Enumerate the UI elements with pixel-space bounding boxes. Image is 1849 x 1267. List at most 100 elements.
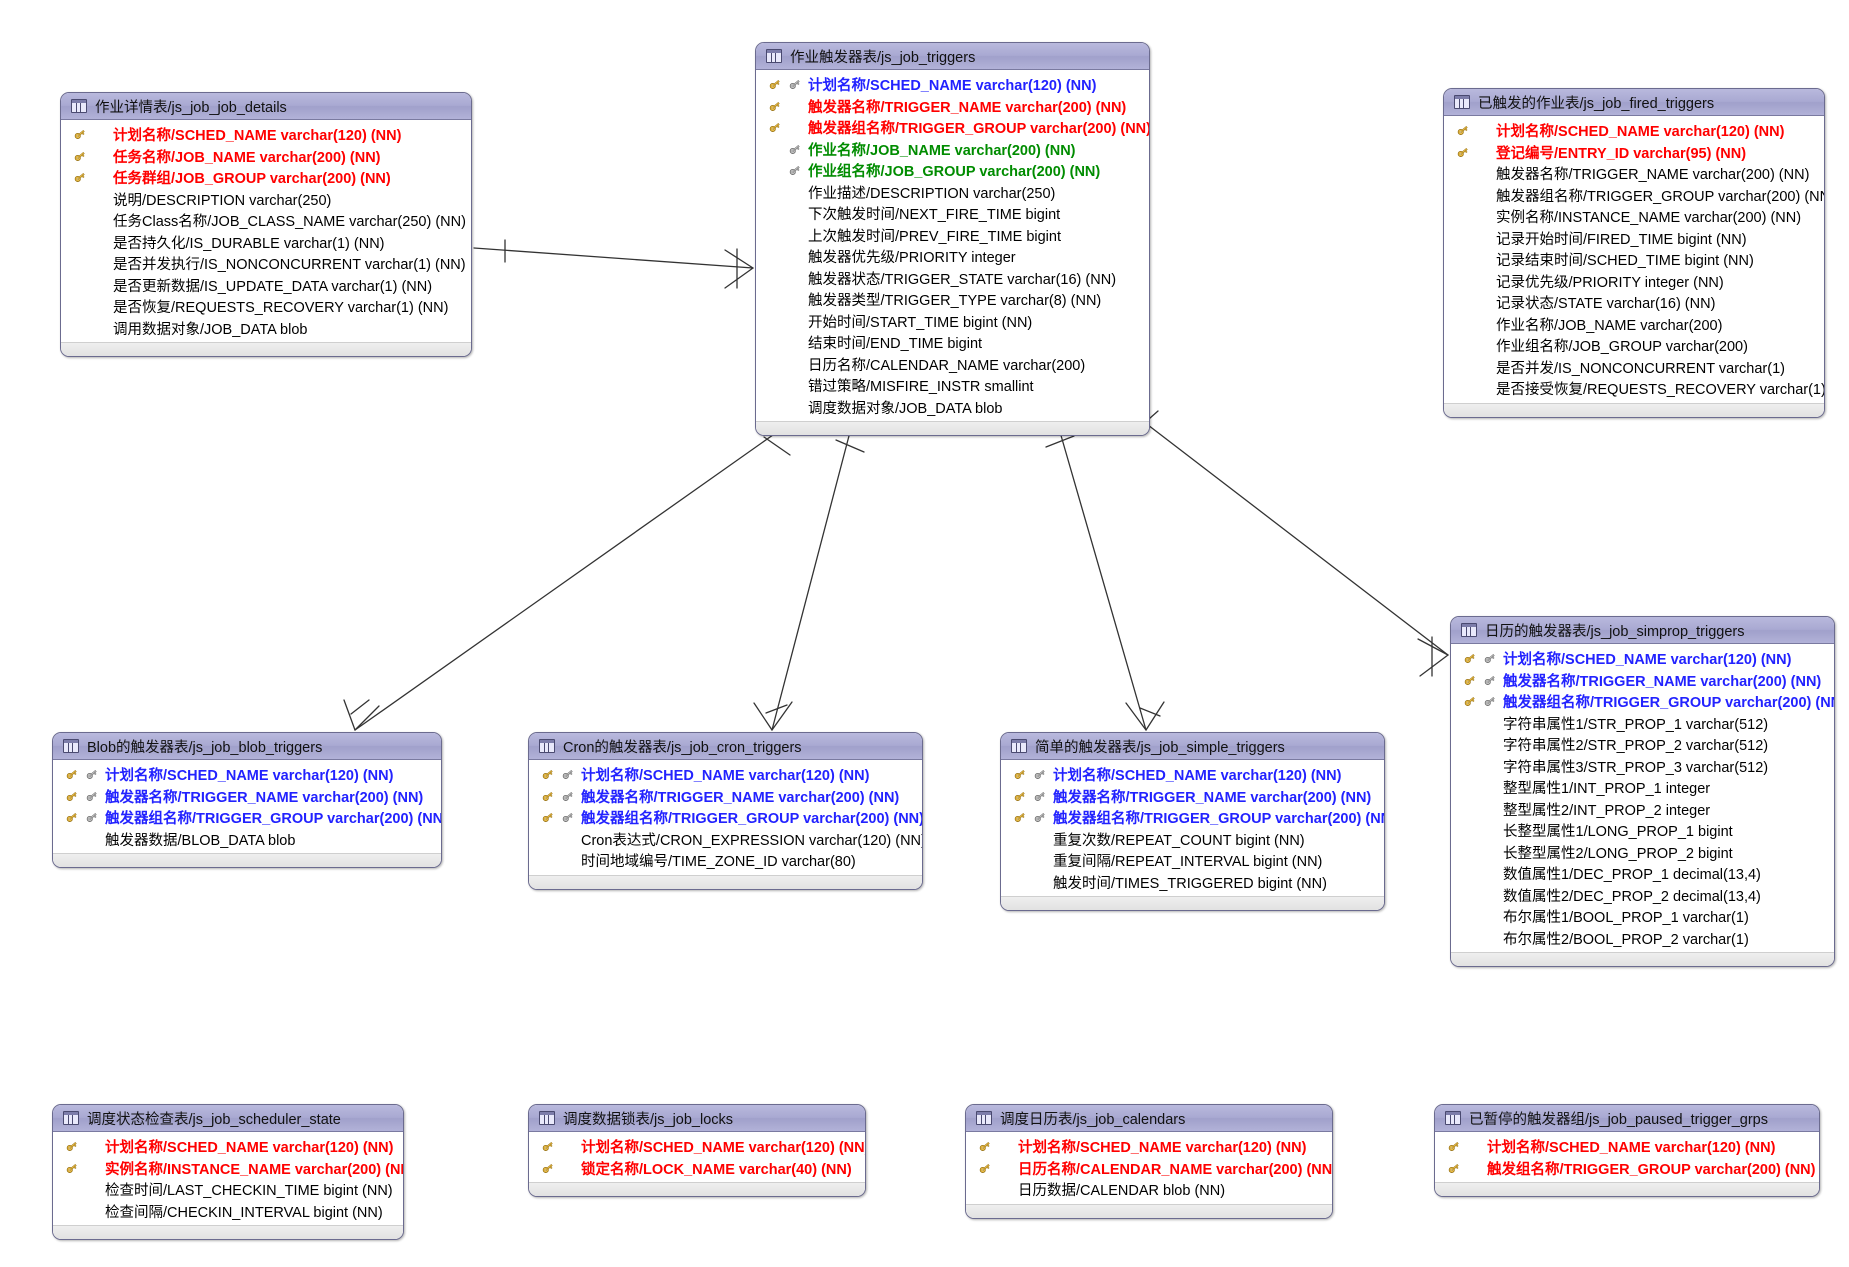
attribute-row[interactable]: 触发器名称/TRIGGER_NAME varchar(200) (NN) xyxy=(1451,670,1834,692)
attribute-row[interactable]: 记录优先级/PRIORITY integer (NN) xyxy=(1444,271,1824,293)
attribute-row[interactable]: 作业描述/DESCRIPTION varchar(250) xyxy=(756,182,1149,204)
entity-header-job_details[interactable]: 作业详情表/js_job_job_details xyxy=(61,93,471,120)
attribute-row[interactable]: 触发组名称/TRIGGER_GROUP varchar(200) (NN) xyxy=(1435,1158,1819,1180)
attribute-row[interactable]: 调度数据对象/JOB_DATA blob xyxy=(756,397,1149,419)
entity-locks[interactable]: 调度数据锁表/js_job_locks 计划名称/SCHED_NAME varch… xyxy=(528,1104,866,1197)
attribute-row[interactable]: 实例名称/INSTANCE_NAME varchar(200) (NN) xyxy=(1444,206,1824,228)
attribute-row[interactable]: 是否并发/IS_NONCONCURRENT varchar(1) xyxy=(1444,357,1824,379)
attribute-row[interactable]: 触发器名称/TRIGGER_NAME varchar(200) (NN) xyxy=(756,96,1149,118)
entity-blob_triggers[interactable]: Blob的触发器表/js_job_blob_triggers 计划名称/SCHED… xyxy=(52,732,442,868)
attribute-row[interactable]: 触发器名称/TRIGGER_NAME varchar(200) (NN) xyxy=(53,786,441,808)
attribute-row[interactable]: 是否恢复/REQUESTS_RECOVERY varchar(1) (NN) xyxy=(61,296,471,318)
attribute-row[interactable]: 长整型属性1/LONG_PROP_1 bigint xyxy=(1451,820,1834,842)
attribute-row[interactable]: 字符串属性3/STR_PROP_3 varchar(512) xyxy=(1451,756,1834,778)
entity-calendars[interactable]: 调度日历表/js_job_calendars 计划名称/SCHED_NAME va… xyxy=(965,1104,1333,1219)
attribute-row[interactable]: 错过策略/MISFIRE_INSTR smallint xyxy=(756,375,1149,397)
attribute-row[interactable]: 触发时间/TIMES_TRIGGERED bigint (NN) xyxy=(1001,872,1384,894)
attribute-row[interactable]: 数值属性2/DEC_PROP_2 decimal(13,4) xyxy=(1451,885,1834,907)
entity-simple_triggers[interactable]: 简单的触发器表/js_job_simple_triggers 计划名称/SCHED… xyxy=(1000,732,1385,911)
attribute-row[interactable]: 计划名称/SCHED_NAME varchar(120) (NN) xyxy=(966,1136,1332,1158)
attribute-row[interactable]: 触发器优先级/PRIORITY integer xyxy=(756,246,1149,268)
entity-header-paused_trigger_grps[interactable]: 已暂停的触发器组/js_job_paused_trigger_grps xyxy=(1435,1105,1819,1132)
attribute-row[interactable]: 记录状态/STATE varchar(16) (NN) xyxy=(1444,292,1824,314)
entity-triggers[interactable]: 作业触发器表/js_job_triggers 计划名称/SCHED_NAME va… xyxy=(755,42,1150,436)
attribute-row[interactable]: 日历名称/CALENDAR_NAME varchar(200) (NN) xyxy=(966,1158,1332,1180)
attribute-row[interactable]: Cron表达式/CRON_EXPRESSION varchar(120) (NN… xyxy=(529,829,922,851)
attribute-row[interactable]: 检查间隔/CHECKIN_INTERVAL bigint (NN) xyxy=(53,1201,403,1223)
attribute-row[interactable]: 触发器组名称/TRIGGER_GROUP varchar(200) (NN) xyxy=(1001,807,1384,829)
attribute-row[interactable]: 作业名称/JOB_NAME varchar(200) (NN) xyxy=(756,139,1149,161)
entity-header-scheduler_state[interactable]: 调度状态检查表/js_job_scheduler_state xyxy=(53,1105,403,1132)
attribute-row[interactable]: 触发器组名称/TRIGGER_GROUP varchar(200) (NN) xyxy=(1444,185,1824,207)
entity-header-cron_triggers[interactable]: Cron的触发器表/js_job_cron_triggers xyxy=(529,733,922,760)
attribute-row[interactable]: 作业名称/JOB_NAME varchar(200) xyxy=(1444,314,1824,336)
attribute-row[interactable]: 任务群组/JOB_GROUP varchar(200) (NN) xyxy=(61,167,471,189)
attribute-row[interactable]: 计划名称/SCHED_NAME varchar(120) (NN) xyxy=(53,764,441,786)
attribute-row[interactable]: 计划名称/SCHED_NAME varchar(120) (NN) xyxy=(1451,648,1834,670)
attribute-row[interactable]: 计划名称/SCHED_NAME varchar(120) (NN) xyxy=(53,1136,403,1158)
attribute-row[interactable]: 下次触发时间/NEXT_FIRE_TIME bigint xyxy=(756,203,1149,225)
attribute-row[interactable]: 长整型属性2/LONG_PROP_2 bigint xyxy=(1451,842,1834,864)
attribute-row[interactable]: 日历名称/CALENDAR_NAME varchar(200) xyxy=(756,354,1149,376)
attribute-row[interactable]: 结束时间/END_TIME bigint xyxy=(756,332,1149,354)
entity-header-triggers[interactable]: 作业触发器表/js_job_triggers xyxy=(756,43,1149,70)
attribute-row[interactable]: 时间地域编号/TIME_ZONE_ID varchar(80) xyxy=(529,850,922,872)
entity-header-fired_triggers[interactable]: 已触发的作业表/js_job_fired_triggers xyxy=(1444,89,1824,116)
attribute-row[interactable]: 说明/DESCRIPTION varchar(250) xyxy=(61,189,471,211)
entity-cron_triggers[interactable]: Cron的触发器表/js_job_cron_triggers 计划名称/SCHED… xyxy=(528,732,923,890)
entity-scheduler_state[interactable]: 调度状态检查表/js_job_scheduler_state 计划名称/SCHED… xyxy=(52,1104,404,1240)
attribute-row[interactable]: 布尔属性1/BOOL_PROP_1 varchar(1) xyxy=(1451,906,1834,928)
attribute-row[interactable]: 重复间隔/REPEAT_INTERVAL bigint (NN) xyxy=(1001,850,1384,872)
attribute-row[interactable]: 计划名称/SCHED_NAME varchar(120) (NN) xyxy=(1001,764,1384,786)
attribute-row[interactable]: 是否更新数据/IS_UPDATE_DATA varchar(1) (NN) xyxy=(61,275,471,297)
entity-paused_trigger_grps[interactable]: 已暂停的触发器组/js_job_paused_trigger_grps 计划名称/… xyxy=(1434,1104,1820,1197)
entity-header-locks[interactable]: 调度数据锁表/js_job_locks xyxy=(529,1105,865,1132)
attribute-row[interactable]: 调用数据对象/JOB_DATA blob xyxy=(61,318,471,340)
attribute-row[interactable]: 触发器数据/BLOB_DATA blob xyxy=(53,829,441,851)
attribute-row[interactable]: 触发器类型/TRIGGER_TYPE varchar(8) (NN) xyxy=(756,289,1149,311)
attribute-row[interactable]: 登记编号/ENTRY_ID varchar(95) (NN) xyxy=(1444,142,1824,164)
attribute-row[interactable]: 实例名称/INSTANCE_NAME varchar(200) (NN) xyxy=(53,1158,403,1180)
attribute-row[interactable]: 触发器组名称/TRIGGER_GROUP varchar(200) (NN) xyxy=(756,117,1149,139)
attribute-row[interactable]: 触发器名称/TRIGGER_NAME varchar(200) (NN) xyxy=(529,786,922,808)
attribute-row[interactable]: 触发器组名称/TRIGGER_GROUP varchar(200) (NN) xyxy=(53,807,441,829)
attribute-row[interactable]: 是否并发执行/IS_NONCONCURRENT varchar(1) (NN) xyxy=(61,253,471,275)
attribute-row[interactable]: 作业组名称/JOB_GROUP varchar(200) xyxy=(1444,335,1824,357)
attribute-row[interactable]: 触发器名称/TRIGGER_NAME varchar(200) (NN) xyxy=(1001,786,1384,808)
attribute-row[interactable]: 开始时间/START_TIME bigint (NN) xyxy=(756,311,1149,333)
attribute-row[interactable]: 触发器名称/TRIGGER_NAME varchar(200) (NN) xyxy=(1444,163,1824,185)
attribute-row[interactable]: 计划名称/SCHED_NAME varchar(120) (NN) xyxy=(61,124,471,146)
attribute-row[interactable]: 整型属性1/INT_PROP_1 integer xyxy=(1451,777,1834,799)
attribute-row[interactable]: 触发器状态/TRIGGER_STATE varchar(16) (NN) xyxy=(756,268,1149,290)
attribute-row[interactable]: 记录开始时间/FIRED_TIME bigint (NN) xyxy=(1444,228,1824,250)
attribute-row[interactable]: 是否接受恢复/REQUESTS_RECOVERY varchar(1) xyxy=(1444,378,1824,400)
attribute-row[interactable]: 作业组名称/JOB_GROUP varchar(200) (NN) xyxy=(756,160,1149,182)
entity-fired_triggers[interactable]: 已触发的作业表/js_job_fired_triggers 计划名称/SCHED_… xyxy=(1443,88,1825,418)
attribute-row[interactable]: 任务Class名称/JOB_CLASS_NAME varchar(250) (N… xyxy=(61,210,471,232)
entity-header-blob_triggers[interactable]: Blob的触发器表/js_job_blob_triggers xyxy=(53,733,441,760)
attribute-row[interactable]: 布尔属性2/BOOL_PROP_2 varchar(1) xyxy=(1451,928,1834,950)
attribute-row[interactable]: 记录结束时间/SCHED_TIME bigint (NN) xyxy=(1444,249,1824,271)
attribute-row[interactable]: 字符串属性1/STR_PROP_1 varchar(512) xyxy=(1451,713,1834,735)
attribute-row[interactable]: 字符串属性2/STR_PROP_2 varchar(512) xyxy=(1451,734,1834,756)
attribute-row[interactable]: 锁定名称/LOCK_NAME varchar(40) (NN) xyxy=(529,1158,865,1180)
attribute-row[interactable]: 整型属性2/INT_PROP_2 integer xyxy=(1451,799,1834,821)
attribute-row[interactable]: 计划名称/SCHED_NAME varchar(120) (NN) xyxy=(529,764,922,786)
attribute-row[interactable]: 日历数据/CALENDAR blob (NN) xyxy=(966,1179,1332,1201)
entity-job_details[interactable]: 作业详情表/js_job_job_details 计划名称/SCHED_NAME … xyxy=(60,92,472,357)
entity-header-simprop_triggers[interactable]: 日历的触发器表/js_job_simprop_triggers xyxy=(1451,617,1834,644)
attribute-row[interactable]: 计划名称/SCHED_NAME varchar(120) (NN) xyxy=(1435,1136,1819,1158)
attribute-row[interactable]: 计划名称/SCHED_NAME varchar(120) (NN) xyxy=(756,74,1149,96)
entity-simprop_triggers[interactable]: 日历的触发器表/js_job_simprop_triggers 计划名称/SCHE… xyxy=(1450,616,1835,967)
attribute-row[interactable]: 触发器组名称/TRIGGER_GROUP varchar(200) (NN) xyxy=(529,807,922,829)
attribute-row[interactable]: 是否持久化/IS_DURABLE varchar(1) (NN) xyxy=(61,232,471,254)
attribute-row[interactable]: 上次触发时间/PREV_FIRE_TIME bigint xyxy=(756,225,1149,247)
attribute-row[interactable]: 触发器组名称/TRIGGER_GROUP varchar(200) (NN) xyxy=(1451,691,1834,713)
entity-header-simple_triggers[interactable]: 简单的触发器表/js_job_simple_triggers xyxy=(1001,733,1384,760)
attribute-row[interactable]: 计划名称/SCHED_NAME varchar(120) (NN) xyxy=(529,1136,865,1158)
attribute-row[interactable]: 任务名称/JOB_NAME varchar(200) (NN) xyxy=(61,146,471,168)
attribute-row[interactable]: 检查时间/LAST_CHECKIN_TIME bigint (NN) xyxy=(53,1179,403,1201)
attribute-row[interactable]: 计划名称/SCHED_NAME varchar(120) (NN) xyxy=(1444,120,1824,142)
attribute-row[interactable]: 数值属性1/DEC_PROP_1 decimal(13,4) xyxy=(1451,863,1834,885)
entity-header-calendars[interactable]: 调度日历表/js_job_calendars xyxy=(966,1105,1332,1132)
